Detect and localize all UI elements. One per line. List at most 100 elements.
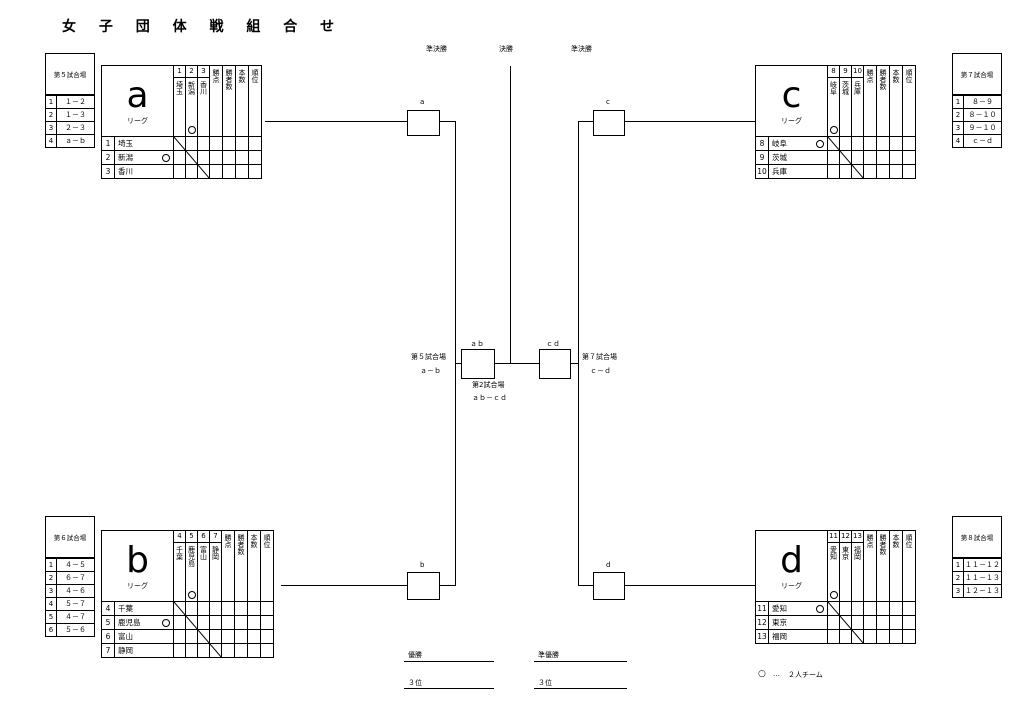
team-row-number: 4 (102, 602, 115, 615)
stat-cell[interactable] (247, 629, 261, 644)
stat-cell[interactable] (234, 601, 248, 616)
stat-cell[interactable] (221, 643, 235, 658)
stat-cell[interactable] (221, 615, 235, 630)
bracket-line (578, 121, 593, 122)
stat-cell[interactable] (889, 164, 903, 179)
stat-cell[interactable] (876, 601, 890, 616)
stat-cell[interactable] (863, 601, 877, 616)
third-place-line[interactable] (534, 688, 627, 689)
team-column-header: 新潟 (185, 77, 198, 137)
stat-cell[interactable] (863, 150, 877, 165)
stat-cell[interactable] (247, 643, 261, 658)
stat-cell[interactable] (876, 136, 890, 151)
stat-cell[interactable] (248, 164, 262, 179)
stat-cell[interactable] (902, 136, 916, 151)
match-box-b[interactable] (407, 572, 440, 600)
team-row-number: 10 (756, 165, 769, 178)
stat-cell[interactable] (889, 150, 903, 165)
team-column-header: 岐阜 (827, 77, 840, 137)
stat-cell[interactable] (902, 150, 916, 165)
match-box-a[interactable] (407, 110, 440, 136)
stat-cell[interactable] (876, 150, 890, 165)
stat-cell[interactable] (902, 615, 916, 630)
stat-cell[interactable] (260, 615, 274, 630)
venue-row-index: 4 (46, 597, 57, 611)
stat-cell[interactable] (889, 136, 903, 151)
stat-cell[interactable] (209, 150, 223, 165)
final-line (510, 66, 511, 363)
stat-cell[interactable] (234, 643, 248, 658)
bracket-line (455, 363, 461, 364)
bracket-line (578, 585, 593, 586)
venue-7-label: 第７試合場 (582, 353, 617, 361)
stat-cell[interactable] (876, 629, 890, 644)
stat-cell[interactable] (260, 629, 274, 644)
team-number: 4 (173, 530, 186, 543)
stat-cell[interactable] (221, 601, 235, 616)
stat-cell[interactable] (235, 150, 249, 165)
stat-cell[interactable] (863, 164, 877, 179)
stat-cell[interactable] (876, 164, 890, 179)
stat-cell[interactable] (222, 136, 236, 151)
team-row-number: 6 (102, 630, 115, 643)
stat-cell[interactable] (247, 601, 261, 616)
runner-up-line[interactable] (534, 661, 627, 662)
stat-cell[interactable] (247, 615, 261, 630)
stat-cell[interactable] (889, 629, 903, 644)
legend-text: ２人チーム (788, 671, 823, 679)
champion-line[interactable] (404, 661, 494, 662)
stat-cell[interactable] (260, 601, 274, 616)
stat-cell[interactable] (876, 615, 890, 630)
round-semi-right: 準決勝 (571, 45, 592, 53)
team-name: 兵庫 (772, 167, 787, 176)
stat-cell[interactable] (260, 643, 274, 658)
venue-row-index: 2 (46, 108, 57, 122)
team-name: 静岡 (118, 646, 133, 655)
stat-cell[interactable] (248, 136, 262, 151)
stat-cell[interactable] (209, 136, 223, 151)
stat-cell[interactable] (209, 164, 223, 179)
stat-cell[interactable] (902, 164, 916, 179)
league-label: リーグ (781, 117, 802, 125)
team-name: 富山 (118, 632, 133, 641)
stat-cell[interactable] (863, 629, 877, 644)
bracket-line (493, 363, 539, 364)
stat-cell[interactable] (221, 629, 235, 644)
stat-cell[interactable] (863, 615, 877, 630)
stat-cell[interactable] (902, 601, 916, 616)
stat-cell[interactable] (863, 136, 877, 151)
match-box-cd[interactable] (539, 349, 571, 379)
stat-cell[interactable] (248, 150, 262, 165)
stat-cell[interactable] (235, 164, 249, 179)
stat-cell[interactable] (222, 164, 236, 179)
team-name: 愛知 (772, 604, 787, 613)
venue-row-match: ４－５ (56, 558, 94, 572)
stat-cell[interactable] (234, 615, 248, 630)
third-place-line[interactable] (404, 688, 494, 689)
venue-row-index: 1 (953, 95, 964, 109)
match-box-c[interactable] (593, 110, 625, 136)
stat-cell[interactable] (902, 629, 916, 644)
stat-cell[interactable] (889, 615, 903, 630)
match-box-d[interactable] (593, 572, 625, 600)
stat-cell[interactable] (889, 601, 903, 616)
match-box-ab[interactable] (461, 349, 495, 379)
stat-cell[interactable] (222, 150, 236, 165)
stat-cell[interactable] (234, 629, 248, 644)
team-row-number: 5 (102, 616, 115, 629)
stat-cell[interactable] (235, 136, 249, 151)
round-semi-left: 準決勝 (426, 45, 447, 53)
team-column-header: 富山 (197, 542, 210, 602)
